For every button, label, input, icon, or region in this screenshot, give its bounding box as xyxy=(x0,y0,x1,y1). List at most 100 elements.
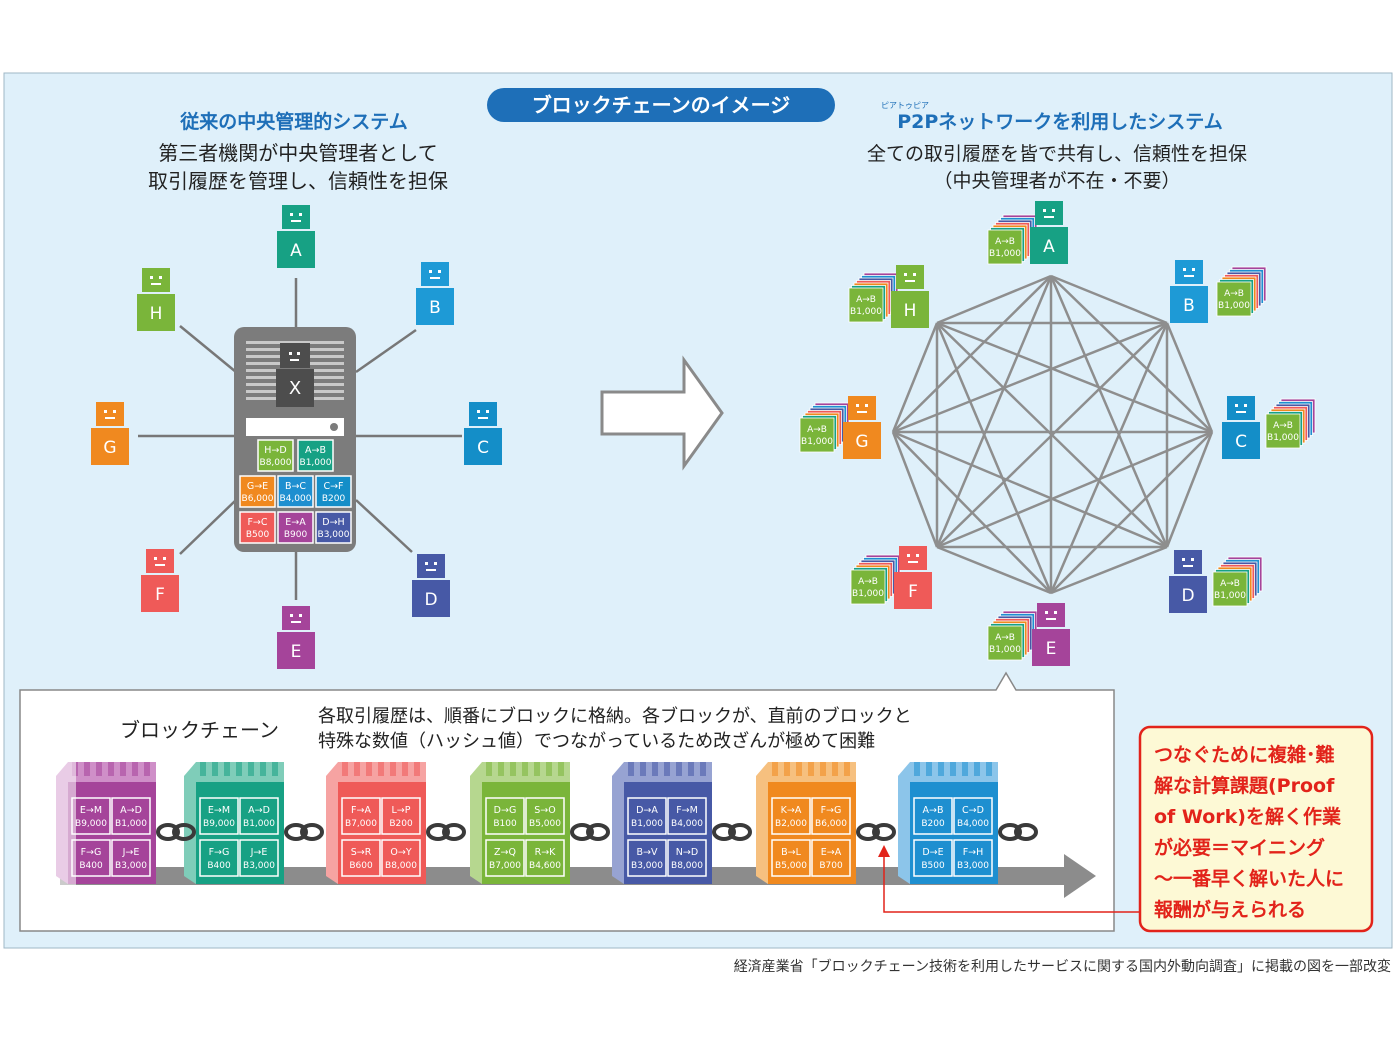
block-tx-pair: D→A xyxy=(636,805,658,816)
stack-amount: B1,000 xyxy=(1214,591,1246,601)
block-tx-amount: B400 xyxy=(207,861,231,871)
block-tx-amount: B1,000 xyxy=(243,819,275,829)
block-tx-amount: B1,000 xyxy=(115,819,147,829)
ledger-stack: A→BB1,000 xyxy=(799,402,850,453)
source-credit: 経済産業省「ブロックチェーン技術を利用したサービスに関する国内外動向調査」に掲載… xyxy=(734,958,1391,975)
block-tx-pair: O→Y xyxy=(390,847,411,858)
p2p-node-d: D xyxy=(1169,550,1207,613)
chain-link-icon xyxy=(856,823,896,841)
block-tx-pair: F→G xyxy=(209,847,230,858)
chain-desc-line1: 各取引履歴は、順番にブロックに格納。各ブロックが、直前のブロックと xyxy=(318,705,912,727)
block-tx-amount: B8,000 xyxy=(671,861,703,871)
ledger-entry: G→E B6,000 xyxy=(239,475,276,508)
block-tx-amount: B5,000 xyxy=(529,819,561,829)
node-b: B xyxy=(416,262,454,325)
block-tx-pair: E→M xyxy=(208,805,230,816)
block-tx-amount: B3,000 xyxy=(957,861,989,871)
block-tx-pair: C→D xyxy=(962,805,984,816)
ledger-pair: F→C xyxy=(247,517,267,528)
node-label: H xyxy=(150,304,163,324)
note-line-2: 解な計算課題(Proof xyxy=(1154,774,1335,797)
block-tx-amount: B500 xyxy=(921,861,945,871)
note-line-3: of Work)を解く作業 xyxy=(1154,805,1342,828)
stack-amount: B1,000 xyxy=(850,307,882,317)
block-tx-pair: E→M xyxy=(80,805,102,816)
ledger-entry: D→HB3,000 xyxy=(315,511,352,544)
block-tx-amount: B2,000 xyxy=(775,819,807,829)
left-heading: 従来の中央管理的システム xyxy=(179,110,407,133)
mining-note-text: つなぐために複雑･難 解な計算課題(Proof of Work)を解く作業 が必… xyxy=(1154,743,1344,921)
shared-ledgers: A→BB1,000A→BB1,000A→BB1,000A→BB1,000A→BB… xyxy=(799,214,1316,661)
node-e: E xyxy=(277,606,315,669)
block-tx-pair: F→A xyxy=(351,805,371,816)
server-label: X xyxy=(289,378,301,399)
ledger-amount: B3,000 xyxy=(318,530,350,540)
stack-amount: B1,000 xyxy=(989,249,1021,259)
ledger-amount: B8,000 xyxy=(260,458,292,468)
left-desc-line1: 第三者機関が中央管理者として xyxy=(158,141,437,165)
title-pill xyxy=(487,88,835,122)
node-label: D xyxy=(1181,586,1194,606)
block-tx-amount: B1,000 xyxy=(631,819,663,829)
ledger-amount: B6,000 xyxy=(242,494,274,504)
node-label: A xyxy=(1043,237,1055,257)
node-label: E xyxy=(291,642,302,662)
ledger-amount: B200 xyxy=(322,494,346,504)
mesh-link xyxy=(1165,431,1214,548)
mining-pointer-head xyxy=(878,845,890,857)
block-tx-amount: B3,000 xyxy=(243,861,275,871)
block-tx-amount: B3,000 xyxy=(631,861,663,871)
mesh-link xyxy=(936,430,1213,549)
block-tx-amount: B200 xyxy=(921,819,945,829)
note-line-6: 報酬が与えられる xyxy=(1154,898,1306,921)
ledger-stack: A→BB1,000 xyxy=(987,610,1038,661)
p2p-node-e: E xyxy=(1032,603,1070,666)
stack-pair: A→B xyxy=(995,237,1015,247)
p2p-node-g: G xyxy=(843,396,881,459)
node-label: H xyxy=(904,301,917,321)
note-line-4: が必要＝マイニング xyxy=(1154,836,1325,859)
p2p-node-b: B xyxy=(1170,260,1208,323)
p2p-node-h: H xyxy=(891,265,929,328)
block-tx-amount: B9,000 xyxy=(203,819,235,829)
block-tx-amount: B600 xyxy=(349,861,373,871)
stack-amount: B1,000 xyxy=(1267,433,1299,443)
block-tx-pair: J→E xyxy=(122,847,140,858)
chain-desc-line2: 特殊な数値（ハッシュ値）でつながっているため改ざんが極めて困難 xyxy=(318,730,875,752)
block-tx-pair: F→H xyxy=(963,847,984,858)
central-spokes xyxy=(138,278,462,600)
stack-pair: A→B xyxy=(995,633,1015,643)
p2p-ruby: ピアトゥピア xyxy=(881,101,929,110)
ledger-entry: H→DB8,000 xyxy=(257,439,294,472)
ledger-entry: A→BB1,000 xyxy=(297,439,334,472)
block-tx-pair: D→E xyxy=(922,847,943,858)
chain-link-icon xyxy=(998,823,1038,841)
block-tx-amount: B100 xyxy=(493,819,517,829)
diagram-title: ブロックチェーンのイメージ xyxy=(532,93,791,117)
node-d: D xyxy=(412,554,450,617)
block-tx-amount: B700 xyxy=(819,861,843,871)
block-tx-pair: L→P xyxy=(392,805,411,816)
block-tx-pair: F→M xyxy=(676,805,698,816)
block-tx-pair: A→B xyxy=(923,805,944,816)
block-tx-amount: B9,000 xyxy=(75,819,107,829)
mesh-link xyxy=(1165,322,1214,433)
block-tx-pair: J→E xyxy=(250,847,268,858)
right-heading: P2Pネットワークを利用したシステム xyxy=(897,111,1223,133)
node-label: F xyxy=(908,582,918,602)
ledger-pair: G→E xyxy=(247,481,268,492)
node-h: H xyxy=(137,268,175,331)
chain-link-icon xyxy=(156,823,196,841)
stack-amount: B1,000 xyxy=(852,589,884,599)
block-tx-pair: S→O xyxy=(534,805,555,816)
ledger-entry: B→CB4,000 xyxy=(277,475,314,508)
block-tx-amount: B7,000 xyxy=(489,861,521,871)
mesh-link xyxy=(936,322,1168,548)
